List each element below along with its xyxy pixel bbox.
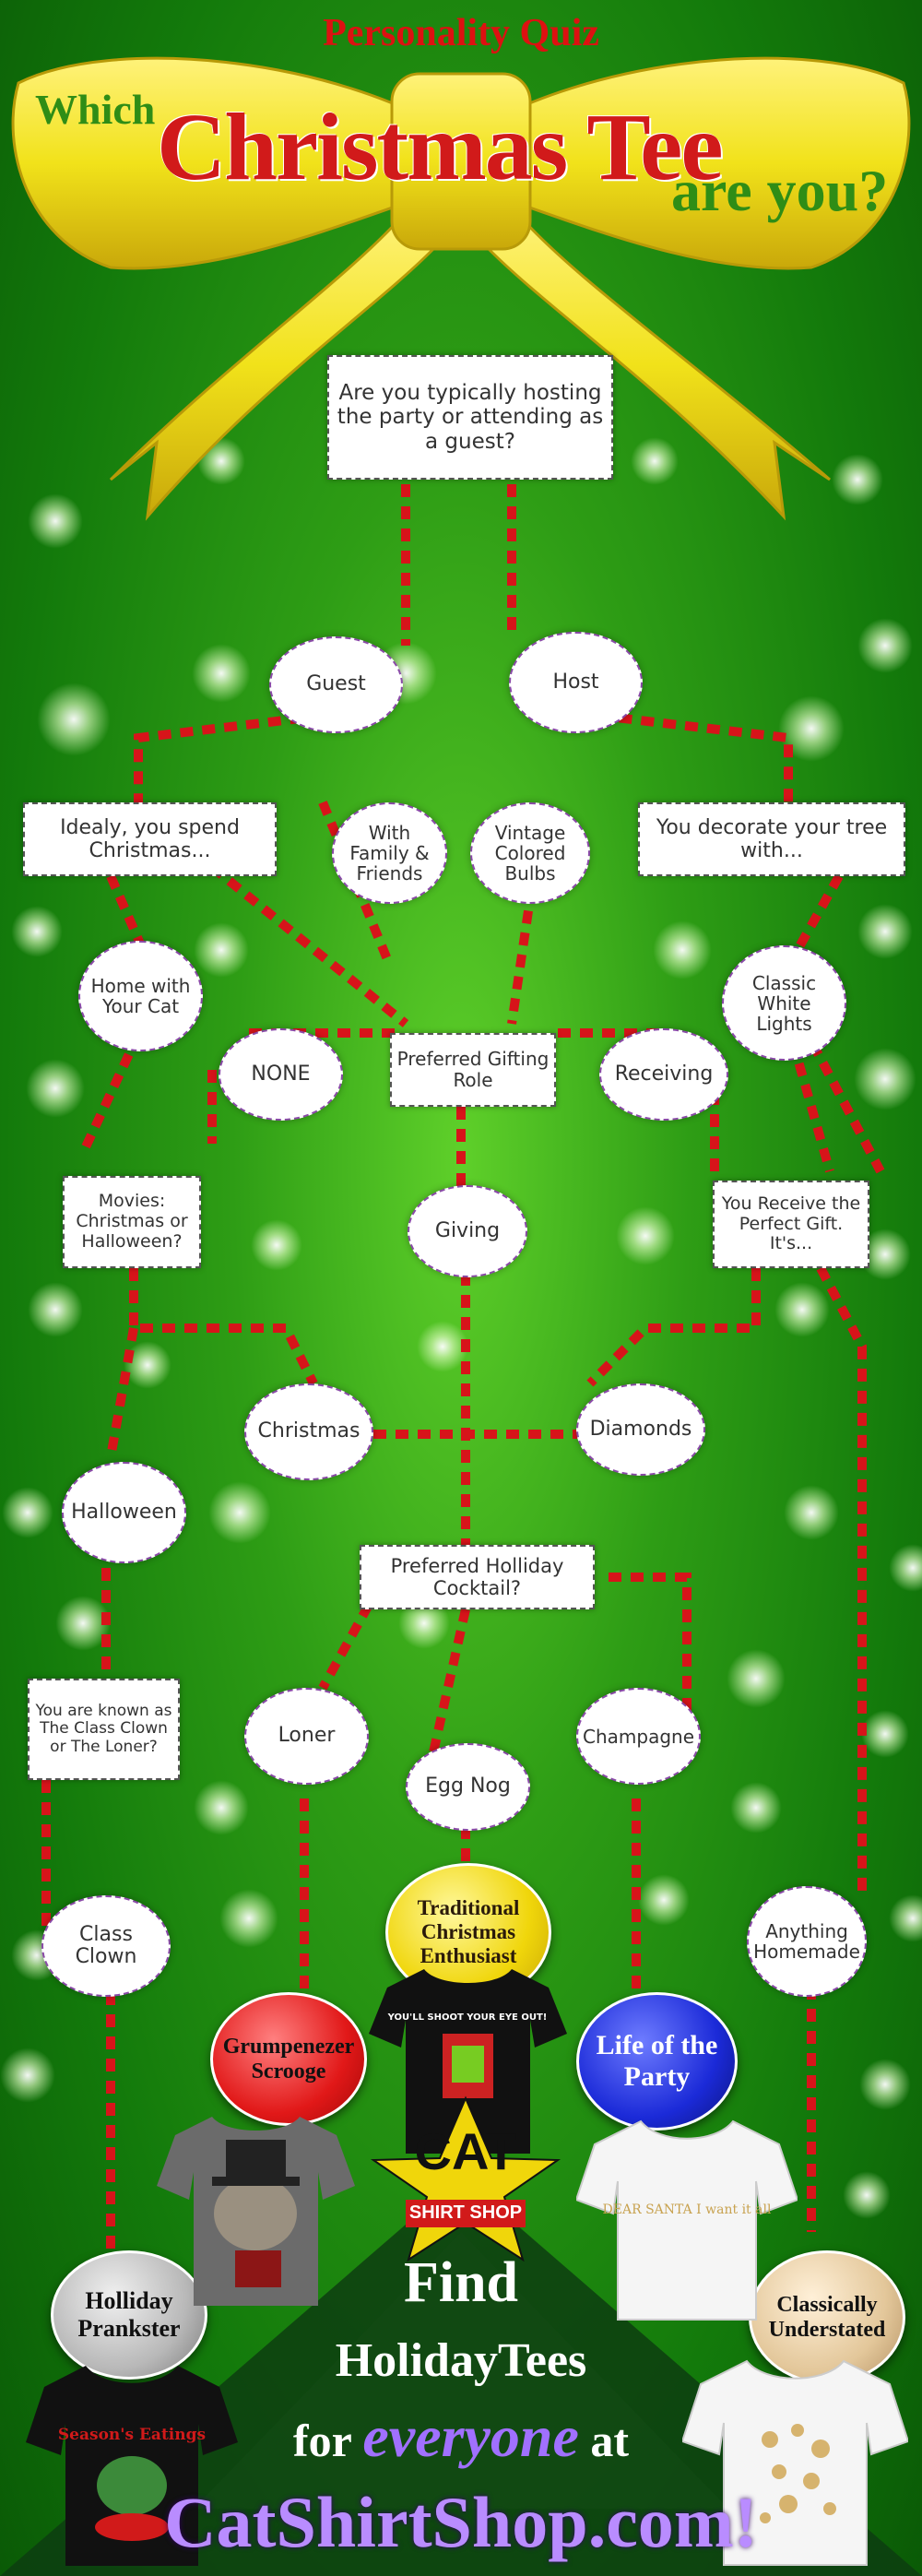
bokeh-light [857,618,913,673]
answer-giving: Giving [408,1185,527,1277]
bokeh-light [859,2059,911,2110]
cat-shirt-shop-logo [370,2095,561,2262]
quiz-label: Personality Quiz [323,12,599,54]
answer-host: Host [509,632,643,733]
bow-knot [390,72,532,251]
footer-at: at [590,2415,630,2466]
question-known-as: You are known as The Class Clown or The … [28,1679,180,1780]
bokeh-light [832,454,883,505]
result-scrooge: Grumpenezer Scrooge [210,1992,367,2126]
tshirt-dear-santa-text: DEAR SANTA I want it all [603,2202,772,2217]
result-prankster: Holliday Prankster [51,2250,207,2380]
footer-holiday-tees: HolidayTees [335,2334,587,2387]
question-movies: Movies: Christmas or Halloween? [63,1176,201,1268]
bokeh-light [631,437,679,485]
question-cocktail: Preferred Holliday Cocktail? [360,1545,595,1609]
bokeh-light [11,906,63,957]
footer-everyone: everyone [362,2404,579,2469]
bokeh-light [417,1321,468,1372]
bokeh-light [616,1206,675,1265]
answer-halloween: Halloween [62,1462,186,1563]
bokeh-light [889,1544,922,1592]
tshirt-seasons-text: Season's Eatings [58,2426,206,2444]
bow-right-loop [459,56,911,270]
bokeh-light [861,1710,909,1758]
bokeh-light [192,644,251,703]
bow-right-ribbon [487,209,831,521]
bokeh-light [219,1889,278,1948]
question-perfect-gift: You Receive the Perfect Gift. It's... [713,1181,869,1268]
answer-family-friends: With Family & Friends [332,802,447,904]
footer-for: for [292,2415,351,2466]
question-gifting-role: Preferred Gifting Role [390,1033,556,1107]
answer-vintage-bulbs: Vintage Colored Bulbs [470,802,590,904]
logo-cat-text: CAT [414,2122,517,2180]
question-spend-christmas: Idealy, you spend Christmas... [23,802,277,876]
footer-for-everyone: for everyone at [0,2403,922,2471]
answer-guest: Guest [269,636,403,733]
answer-none: NONE [219,1028,343,1121]
bokeh-light [2,1487,53,1538]
bokeh-light [653,920,712,979]
question-decorate-tree: You decorate your tree with... [638,802,905,876]
christmas-tee-title: Christmas Tee [157,94,723,200]
bokeh-light [638,1874,690,1926]
answer-egg-nog: Egg Nog [406,1743,530,1831]
bow-left-ribbon [109,209,435,521]
logo-shop-text: SHIRT SHOP [408,2202,523,2223]
bokeh-light [194,922,249,978]
answer-classic-white: Classic White Lights [722,945,846,1061]
bokeh-light [37,683,111,756]
bokeh-light [251,1219,302,1271]
result-life-party: Life of the Party [576,1992,738,2131]
tshirt-eye-out: YOU'LL SHOOT YOUR EYE OUT! [369,1969,567,2154]
footer-url-link[interactable]: CatShirtShop.com! [164,2482,758,2562]
answer-champagne: Champagne [576,1688,701,1785]
bokeh-light [0,2048,55,2103]
bokeh-light [774,1282,830,1337]
bokeh-light [784,1485,839,1540]
tshirt-snowflakes [682,2359,908,2566]
answer-home-cat: Home with Your Cat [78,941,203,1051]
tshirt-grumpy-cat [157,2117,355,2306]
bokeh-light [854,1048,916,1110]
answer-christmas: Christmas [244,1383,373,1480]
footer-find: Find [403,2251,519,2314]
bokeh-light [28,493,83,549]
bow-left-loop [11,56,463,270]
tshirt-eye-out-text: YOU'LL SHOOT YOUR EYE OUT! [387,2012,548,2023]
bokeh-light [194,1780,249,1835]
answer-homemade: Anything Homemade [747,1886,867,1997]
which-label: Which [35,86,156,133]
bokeh-light [727,1649,786,1708]
bokeh-light [208,1481,271,1544]
answer-diamonds: Diamonds [576,1383,705,1476]
bokeh-light [26,1059,85,1118]
are-you-label: are you? [671,158,889,223]
answer-loner: Loner [244,1688,369,1785]
bokeh-light [889,1894,922,1942]
bokeh-light [843,2171,891,2219]
bokeh-light [28,1282,83,1337]
question-host-or-guest: Are you typically hosting the party or a… [327,355,613,480]
bokeh-light [124,1341,171,1389]
tshirt-dear-santa: DEAR SANTA I want it all [576,2119,798,2321]
bokeh-light [730,1782,782,1834]
result-understated: Classically Understated [749,2250,905,2384]
answer-receiving: Receiving [599,1028,728,1121]
answer-class-clown: Class Clown [41,1895,171,1997]
tshirt-seasons-eatings: Season's Eatings [26,2366,238,2566]
bokeh-light [857,904,913,959]
